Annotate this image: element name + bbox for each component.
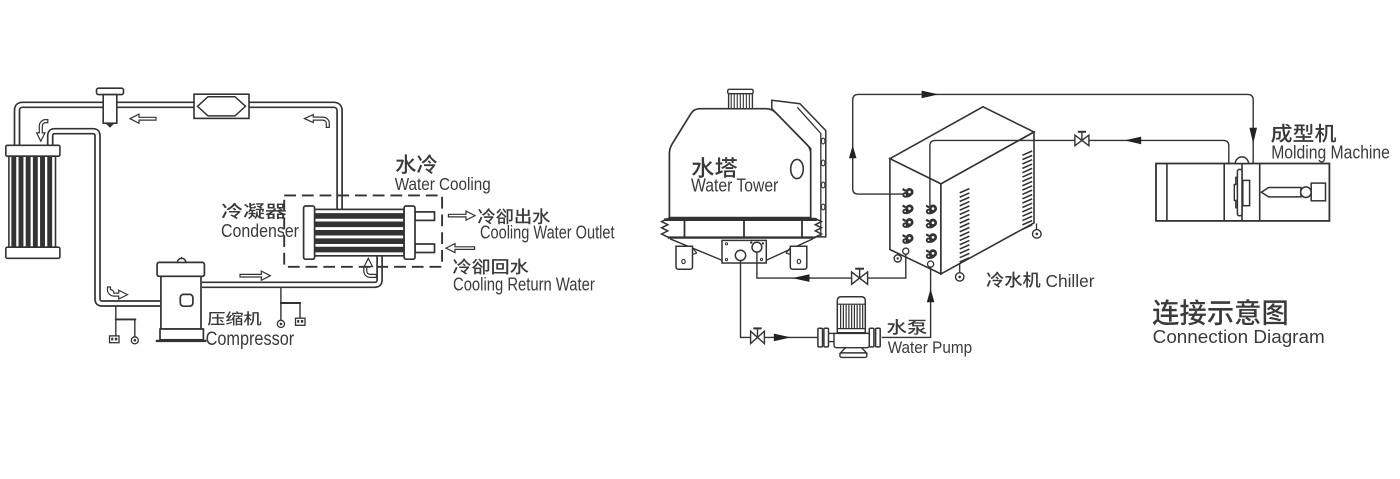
svg-text:Water Tower: Water Tower [691,176,778,197]
svg-text:Water Cooling: Water Cooling [395,174,491,194]
svg-text:Cooling Water Outlet: Cooling Water Outlet [480,222,615,243]
svg-text:Molding Machine: Molding Machine [1271,142,1390,163]
svg-text:Condenser: Condenser [221,221,299,241]
svg-text:Compressor: Compressor [206,328,295,350]
svg-text:Connection Diagram: Connection Diagram [1153,326,1325,347]
svg-text:Water Pump: Water Pump [888,339,972,357]
svg-text:Chiller: Chiller [1046,271,1095,291]
svg-text:Cooling Return Water: Cooling Return Water [453,274,595,295]
